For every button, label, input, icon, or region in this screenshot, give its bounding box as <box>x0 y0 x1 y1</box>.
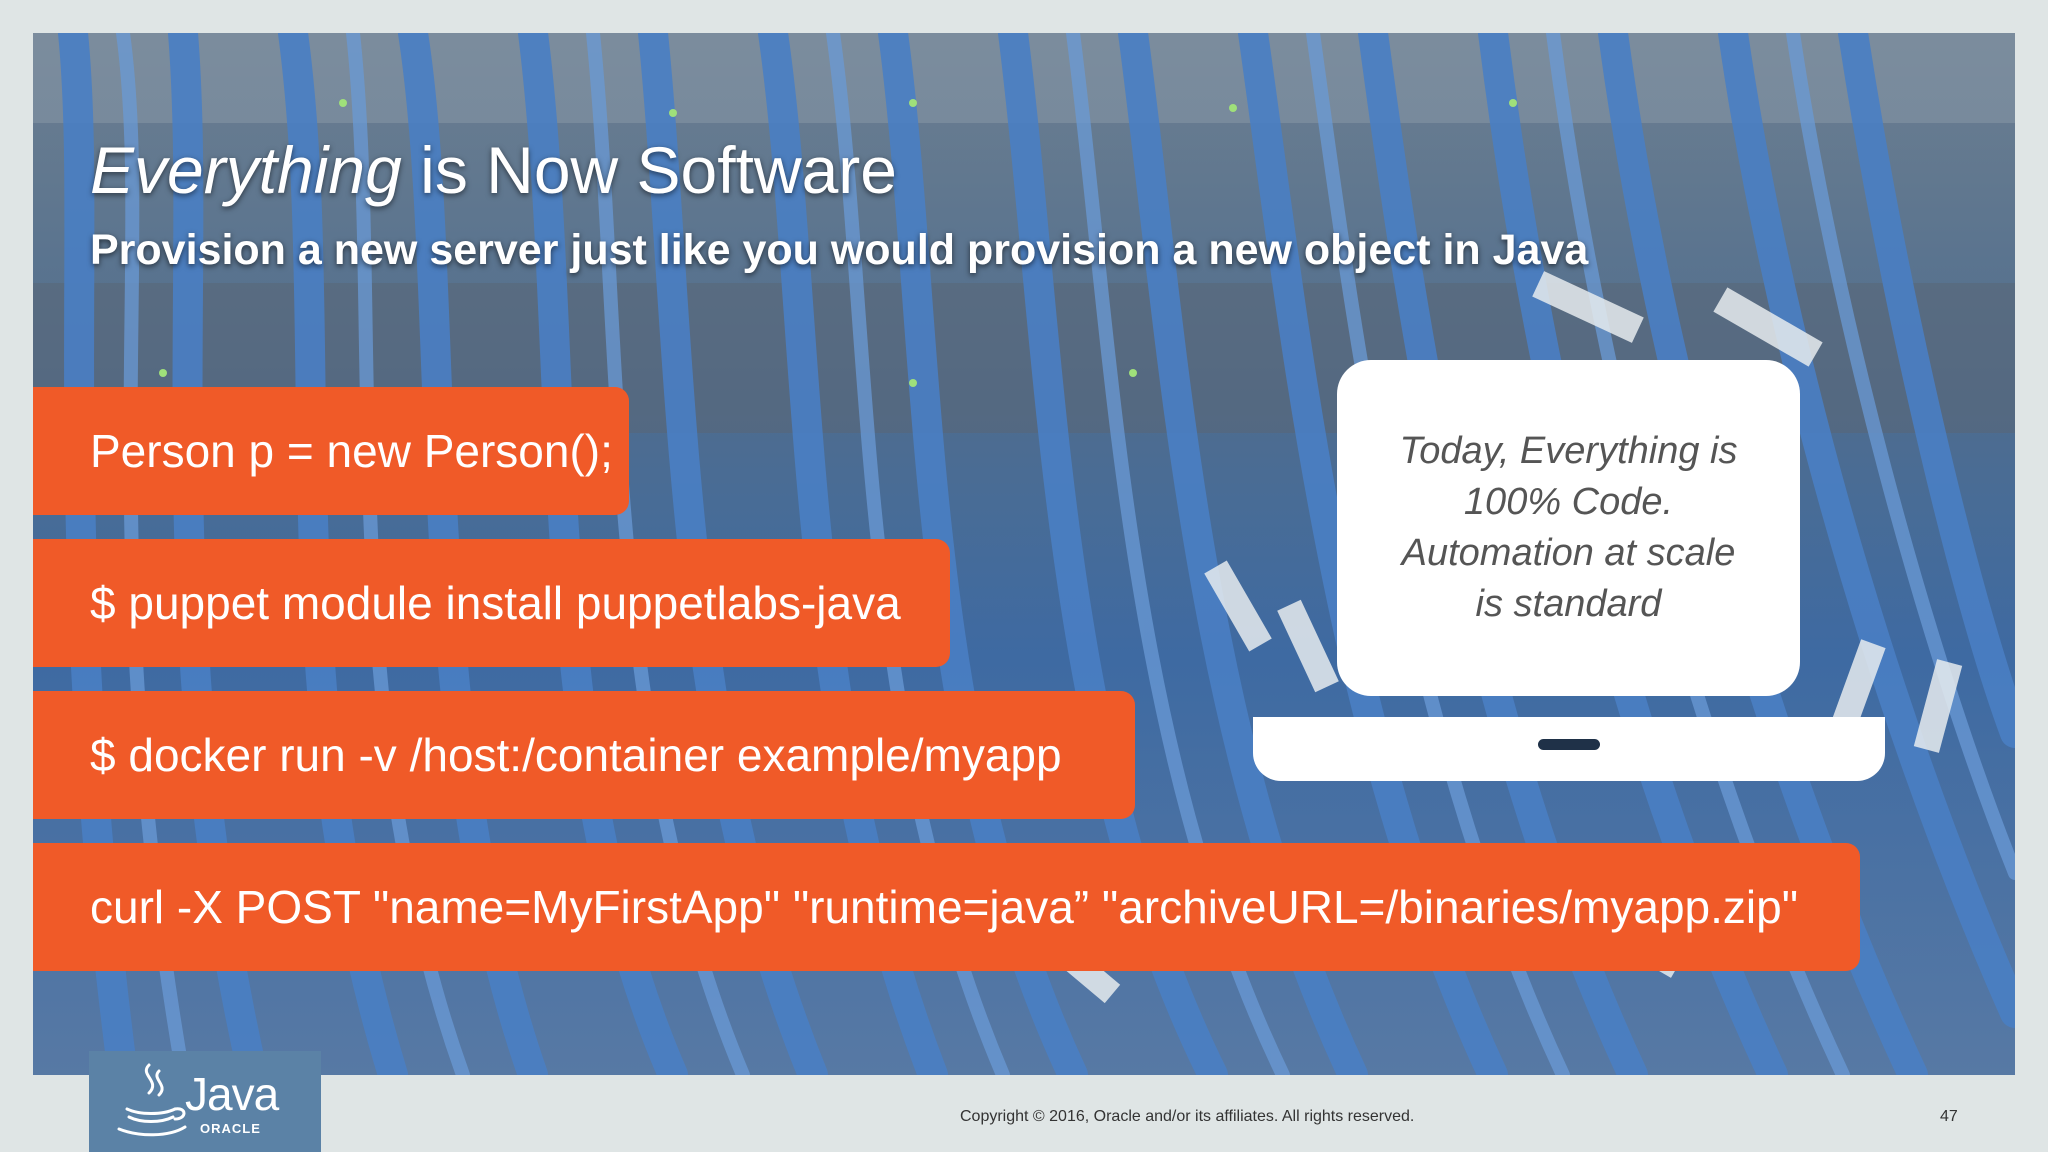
laptop-screen-callout: Today, Everything is 100% Code. Automati… <box>1337 360 1800 696</box>
java-cup-icon <box>117 1063 187 1137</box>
java-logo: Java ORACLE <box>89 1051 321 1152</box>
oracle-wordmark: ORACLE <box>200 1121 261 1136</box>
command-bar-curl: curl -X POST "name=MyFirstApp" "runtime=… <box>33 843 1860 971</box>
command-bar-puppet: $ puppet module install puppetlabs-java <box>33 539 950 667</box>
callout-line-2: 100% Code. <box>1463 481 1674 523</box>
callout-line-3: Automation at scale <box>1401 532 1736 574</box>
page-number: 47 <box>1940 1108 1958 1125</box>
slide-title-rest: is Now Software <box>401 133 897 207</box>
java-wordmark: Java <box>185 1068 279 1120</box>
callout-text: Today, Everything is 100% Code. Automati… <box>1400 426 1738 630</box>
command-bar-docker: $ docker run -v /host:/container example… <box>33 691 1135 819</box>
callout-line-1: Today, Everything is <box>1399 430 1738 472</box>
copyright-notice: Copyright © 2016, Oracle and/or its affi… <box>960 1108 1415 1125</box>
slide-title: Everything is Now Software <box>90 132 897 208</box>
callout-line-4: is standard <box>1475 583 1662 625</box>
slide-title-italic: Everything <box>90 133 402 207</box>
laptop-base <box>1253 717 1885 781</box>
slide-subtitle: Provision a new server just like you wou… <box>90 226 1589 274</box>
laptop-notch <box>1538 739 1600 750</box>
command-bar-java-object: Person p = new Person(); <box>33 387 629 515</box>
